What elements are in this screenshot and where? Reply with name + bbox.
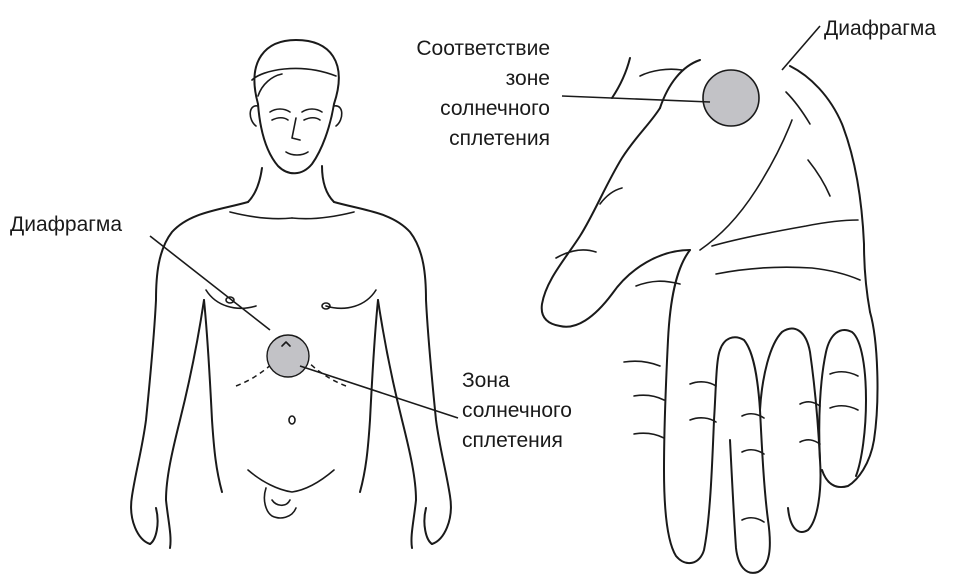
middle-finger-outline bbox=[720, 337, 770, 573]
ring-finger-outline bbox=[760, 329, 821, 532]
thumb-outline bbox=[542, 108, 690, 327]
little-finger-outline bbox=[819, 330, 866, 476]
solar-plexus-leader-body bbox=[300, 366, 458, 418]
correspondence-leader-hand bbox=[562, 96, 710, 102]
diaphragm-label-hand: Диафрагма bbox=[824, 14, 936, 44]
left-arm-outline bbox=[131, 202, 248, 544]
solar-plexus-label-body: Зона солнечного сплетения bbox=[462, 366, 572, 456]
solar-plexus-zone bbox=[267, 335, 309, 377]
diaphragm-leader-hand bbox=[782, 26, 820, 70]
diaphragm-leader-body bbox=[150, 236, 270, 330]
diaphragm-label-body: Диафрагма bbox=[10, 210, 122, 240]
solar-plexus-correspondence-zone bbox=[703, 70, 759, 126]
hand-figure bbox=[542, 58, 878, 573]
head-outline bbox=[254, 40, 338, 173]
solar-plexus-correspondence-label: Соответствие зоне солнечного сплетения bbox=[398, 34, 550, 154]
index-finger-outline bbox=[664, 250, 720, 563]
right-arm-outline bbox=[334, 202, 451, 544]
